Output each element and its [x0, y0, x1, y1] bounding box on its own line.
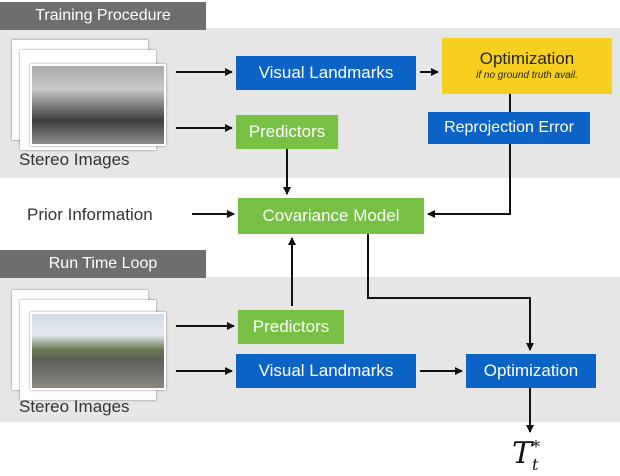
- arrow-reprojection-to-covariance: [427, 144, 511, 218]
- reprojection-error-box: Reprojection Error: [428, 112, 590, 144]
- training-optimization-box: Optimization if no ground truth avail.: [442, 38, 612, 94]
- runtime-predictors-box: Predictors: [238, 310, 344, 344]
- training-stereo-image-front: [30, 64, 166, 146]
- training-tab: Training Procedure: [0, 2, 206, 30]
- arrow-covariance-to-runtime-optimization: [367, 234, 534, 351]
- optimization-title: Optimization: [479, 49, 575, 68]
- optimization-note: if no ground truth avail.: [476, 70, 578, 81]
- runtime-optimization-box: Optimization: [466, 354, 596, 388]
- covariance-model-box: Covariance Model: [238, 198, 424, 234]
- training-stereo-label: Stereo Images: [19, 150, 130, 169]
- output-symbol: T: [512, 436, 533, 471]
- runtime-stereo-image-front: [30, 312, 166, 390]
- output-subscript: t: [532, 455, 539, 474]
- training-visual-landmarks-box: Visual Landmarks: [236, 56, 416, 90]
- runtime-stereo-label: Stereo Images: [19, 397, 130, 416]
- prior-information-label: Prior Information: [27, 205, 153, 224]
- training-predictors-box: Predictors: [236, 115, 338, 149]
- output-pose-symbol: T*t: [512, 436, 541, 474]
- runtime-tab: Run Time Loop: [0, 250, 206, 278]
- output-superscript: *: [532, 437, 541, 456]
- runtime-visual-landmarks-box: Visual Landmarks: [236, 354, 416, 388]
